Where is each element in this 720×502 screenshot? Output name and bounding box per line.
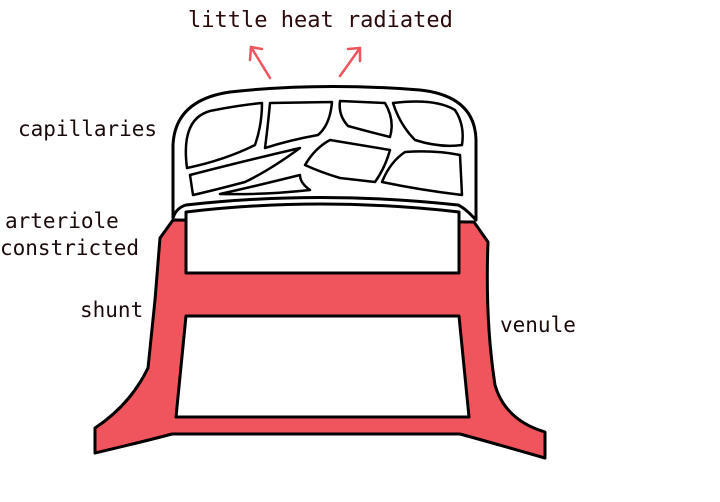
label-arteriole: arteriole: [5, 209, 119, 233]
label-capillaries: capillaries: [18, 117, 158, 141]
label-shunt: shunt: [80, 298, 144, 322]
capillary-network: [184, 99, 464, 197]
diagram-title: little heat radiated: [188, 8, 453, 33]
heat-arrows: [248, 45, 362, 80]
label-constricted: constricted: [0, 236, 140, 260]
upper-chamber: [184, 202, 461, 275]
heat-arrow-right: [338, 46, 362, 78]
label-venule: venule: [500, 313, 576, 337]
heat-arrow-left: [248, 45, 272, 80]
lower-chamber: [174, 314, 471, 419]
